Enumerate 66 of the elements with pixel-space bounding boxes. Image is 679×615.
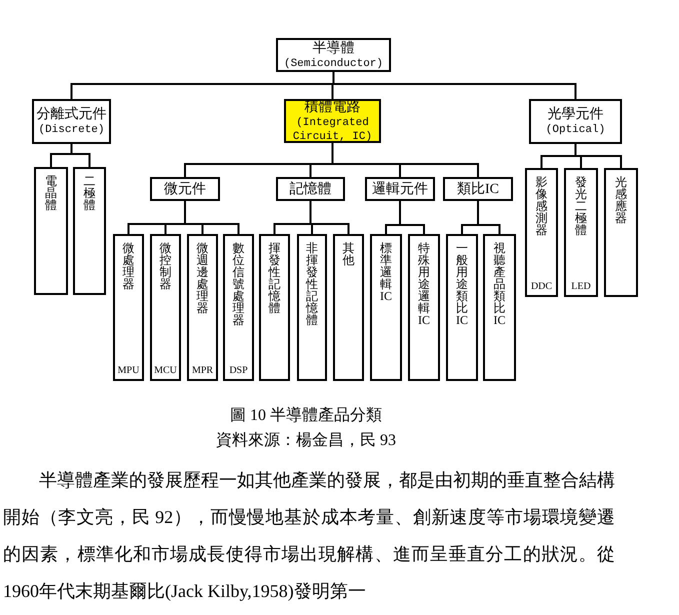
connector-line: [332, 143, 479, 177]
vertical-label: 其他: [342, 242, 356, 266]
english-label: (Discrete): [38, 123, 104, 137]
product-box: [187, 234, 218, 381]
connector-line: [574, 144, 622, 168]
category-box: [150, 177, 220, 201]
category-box: [32, 99, 111, 144]
category-label: 記憶體: [290, 180, 332, 198]
source-note: 資料來源：楊金昌，民 93: [216, 431, 396, 451]
vertical-label: 電晶體: [44, 175, 58, 211]
category-box: [284, 99, 381, 143]
product-box: [259, 234, 290, 381]
product-box: [370, 234, 402, 381]
product-box: [525, 168, 558, 297]
body-paragraph: 半導體產業的發展歷程一如其他產業的發展，都是由初期的垂直整合結構開始（李文亮，民 92），而慢慢地基於成本考量、創新速度等市場環境變遷的因素，標準化和市場成長使得市場出現解構、進而呈垂直分工的狀況。從 1960年代末期基爾比(Jack Kilby,1958)發明第一: [3, 469, 615, 603]
vertical-label: 微處理器: [122, 242, 136, 290]
abbreviation-label: MPU: [118, 365, 140, 376]
product-box: [483, 234, 516, 381]
vertical-label: 標準邏輯IC: [379, 242, 393, 302]
abbreviation-label: LED: [571, 281, 591, 292]
category-box: [443, 177, 513, 201]
vertical-label: 二極體: [82, 175, 96, 211]
vertical-label: 數位信號處理器: [232, 242, 246, 326]
abbreviation-label: MPR: [192, 365, 214, 376]
category-label: 類比IC: [457, 180, 499, 198]
category-box: [529, 99, 622, 144]
connector-line: [184, 201, 240, 234]
english-label: (Integrated Circuit, IC): [292, 116, 374, 144]
product-box: [604, 168, 638, 297]
figure-caption: 圖 10 半導體產品分類: [230, 406, 382, 426]
category-label: 半導體: [312, 40, 354, 56]
product-box: [446, 234, 478, 381]
vertical-label: 視聽產品類比IC: [492, 242, 506, 326]
product-box: [564, 168, 598, 297]
category-box: [365, 177, 435, 201]
abbreviation-label: DDC: [530, 281, 552, 292]
vertical-label: 發光二極體: [574, 176, 588, 236]
product-box: [113, 234, 144, 381]
category-label: 邏輯元件: [372, 180, 428, 198]
category-box: [276, 177, 345, 201]
product-box: [34, 167, 68, 295]
vertical-label: 非揮發性記憶體: [305, 242, 319, 326]
product-box: [333, 234, 364, 381]
category-label: 分離式元件: [36, 106, 106, 123]
abbreviation-label: DSP: [229, 365, 248, 376]
connector-line: [399, 201, 425, 234]
product-box: [408, 234, 440, 381]
product-box: [297, 234, 327, 381]
vertical-label: 影像感測器: [534, 176, 548, 236]
product-box: [73, 167, 106, 295]
vertical-label: 微週邊處理器: [196, 242, 210, 314]
connector-line: [332, 72, 576, 99]
vertical-label: 特殊用途邏輯IC: [417, 242, 431, 326]
category-label: 微元件: [164, 180, 206, 198]
vertical-label: 揮發性記憶體: [268, 242, 282, 314]
vertical-label: 微控制器: [158, 242, 172, 290]
product-box: [150, 234, 181, 381]
category-box: [276, 38, 391, 72]
english-label: (Optical): [546, 123, 606, 137]
connector-line: [477, 201, 500, 234]
product-box: [223, 234, 254, 381]
english-label: (Semiconductor): [284, 56, 384, 70]
vertical-label: 一般用途類比IC: [455, 242, 469, 326]
vertical-label: 光感應器: [614, 176, 628, 224]
category-label: 光學元件: [548, 106, 604, 123]
abbreviation-label: MCU: [154, 365, 177, 376]
